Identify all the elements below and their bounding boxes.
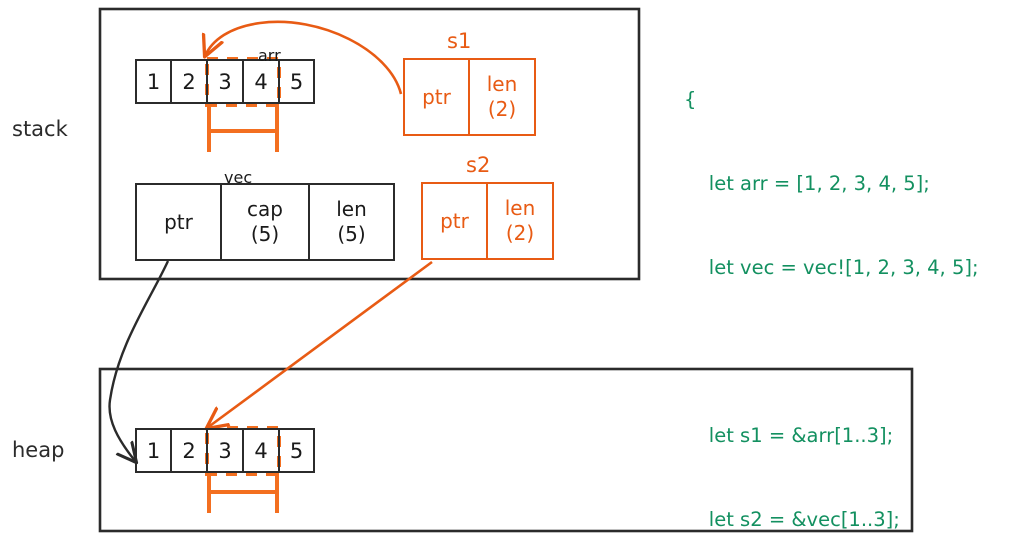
arr-array: 1 2 3 4 5: [135, 59, 315, 104]
heap-cell: 2: [171, 428, 207, 473]
vec-struct: ptr cap (5) len (5): [135, 183, 395, 261]
arr-cell: 2: [171, 59, 207, 104]
stack-region-label: stack: [12, 117, 68, 141]
vec-field-cap: cap (5): [221, 183, 309, 261]
s1-struct: ptr len (2): [403, 58, 536, 136]
s1-field-len: len (2): [469, 58, 536, 136]
arr-cell: 1: [135, 59, 171, 104]
s2-field-ptr: ptr: [421, 182, 487, 260]
heap-cell: 5: [279, 428, 315, 473]
s1-field-len-label: len: [486, 72, 518, 96]
s2-field-len-label: len: [504, 196, 536, 220]
arrow-s2-to-heap: [207, 260, 433, 428]
s1-field-ptr: ptr: [403, 58, 469, 136]
s2-field-len: len (2): [487, 182, 554, 260]
arr-cell: 5: [279, 59, 315, 104]
stack-region-box: [98, 7, 641, 281]
s2-field-ptr-label: ptr: [440, 208, 469, 233]
heap-slice-bracket: [207, 472, 279, 513]
vec-field-cap-value: (5): [250, 222, 280, 246]
arr-cell: 3: [207, 59, 243, 104]
vec-field-len-value: (5): [337, 222, 366, 246]
code-line: let s1 = &arr[1..3];: [684, 424, 894, 447]
arrow-vec-to-heap: [108, 260, 170, 462]
vec-field-cap-label: cap: [247, 197, 283, 221]
heap-cell: 3: [207, 428, 243, 473]
vec-struct-label: vec: [224, 168, 253, 187]
vec-field-ptr: ptr: [135, 183, 221, 261]
s1-field-ptr-label: ptr: [422, 84, 451, 109]
code-line: let s2 = &vec[1..3];: [684, 508, 900, 531]
vec-field-ptr-label: ptr: [164, 209, 193, 234]
code-line: let vec = vec![1, 2, 3, 4, 5];: [684, 256, 979, 279]
code-line: [684, 338, 979, 366]
arrow-s1-to-arr: [205, 20, 403, 95]
arr-array-label: arr: [258, 46, 281, 65]
vec-field-len: len (5): [309, 183, 395, 261]
s2-struct: ptr len (2): [421, 182, 554, 260]
arr-cell: 4: [243, 59, 279, 104]
code-line: {: [684, 88, 697, 111]
heap-buffer-array: 1 2 3 4 5: [135, 428, 315, 473]
heap-region-label: heap: [12, 438, 65, 462]
s2-struct-title: s2: [466, 153, 491, 177]
s1-field-len-value: (2): [487, 97, 517, 121]
code-snippet: { let arr = [1, 2, 3, 4, 5]; let vec = v…: [684, 30, 979, 541]
heap-region-box: [98, 367, 914, 533]
s1-struct-title: s1: [447, 29, 472, 53]
arr-slice-bracket: [207, 103, 279, 152]
s2-field-len-value: (2): [505, 221, 535, 245]
heap-cell: 4: [243, 428, 279, 473]
heap-cell: 1: [135, 428, 171, 473]
code-line: let arr = [1, 2, 3, 4, 5];: [684, 172, 930, 195]
vec-field-len-label: len: [336, 197, 367, 221]
